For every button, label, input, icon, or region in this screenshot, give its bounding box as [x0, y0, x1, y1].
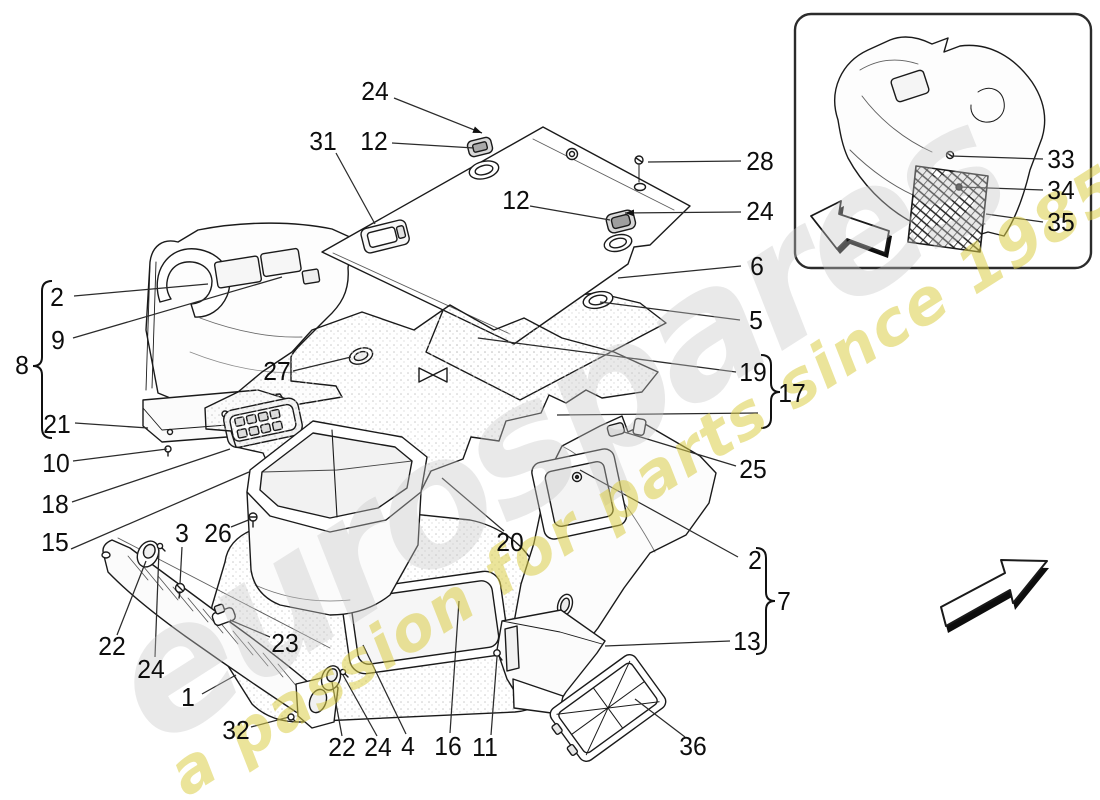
callout-7[interactable]: 7	[777, 586, 791, 616]
callout-18[interactable]: 18	[41, 489, 69, 519]
clip-23	[211, 603, 236, 626]
part-net-plate	[549, 654, 667, 762]
callout-21[interactable]: 21	[43, 409, 71, 439]
callout-28[interactable]: 28	[746, 146, 774, 176]
callout-12[interactable]: 12	[502, 185, 530, 215]
callout-2[interactable]: 2	[50, 282, 64, 312]
pin-24c	[339, 668, 349, 678]
callout-15[interactable]: 15	[41, 527, 69, 557]
callout-27[interactable]: 27	[263, 356, 291, 386]
callout-24[interactable]: 24	[137, 654, 165, 684]
callout-24[interactable]: 24	[361, 76, 389, 106]
part-storage-tray	[246, 420, 428, 616]
screw-3	[174, 582, 186, 599]
brace-group-17	[760, 354, 781, 429]
grommet-top	[565, 147, 579, 161]
pin-24a	[156, 542, 166, 552]
clip-12a	[466, 136, 494, 158]
pin-28	[633, 155, 647, 192]
callout-22[interactable]: 22	[328, 732, 356, 762]
callout-24[interactable]: 24	[746, 196, 774, 226]
wheel-arch-cutout	[156, 248, 231, 318]
clip-22b	[320, 665, 342, 691]
callout-12[interactable]: 12	[360, 126, 388, 156]
brace-group-8	[32, 280, 53, 439]
leader-lines	[70, 97, 1044, 738]
callout-1[interactable]: 1	[181, 682, 195, 712]
callout-5[interactable]: 5	[749, 305, 763, 335]
inset-quarter-panel-sketch	[834, 36, 1046, 241]
callout-26[interactable]: 26	[204, 518, 232, 548]
callout-19[interactable]: 19	[739, 357, 767, 387]
callout-25[interactable]: 25	[739, 454, 767, 484]
callout-23[interactable]: 23	[271, 628, 299, 658]
callout-33[interactable]: 33	[1047, 144, 1075, 174]
callout-32[interactable]: 32	[222, 715, 250, 745]
inset-detail-box	[793, 12, 1093, 270]
callout-10[interactable]: 10	[42, 448, 70, 478]
callout-20[interactable]: 20	[496, 527, 524, 557]
callout-4[interactable]: 4	[401, 731, 415, 761]
clip-22a	[136, 540, 160, 568]
group-braces	[32, 280, 781, 655]
callout-11[interactable]: 11	[472, 732, 498, 762]
callout-6[interactable]: 6	[750, 251, 764, 281]
butterfly-clip	[418, 367, 448, 383]
callout-17[interactable]: 17	[778, 378, 806, 408]
callout-3[interactable]: 3	[175, 518, 189, 548]
callout-2[interactable]: 2	[748, 545, 762, 575]
part-boot-mat-upper	[321, 126, 691, 345]
brace-group-7	[755, 547, 776, 655]
latch-31	[360, 219, 410, 254]
callout-36[interactable]: 36	[679, 731, 707, 761]
callout-31[interactable]: 31	[309, 126, 337, 156]
callout-34[interactable]: 34	[1047, 175, 1075, 205]
callout-35[interactable]: 35	[1047, 207, 1075, 237]
callout-16[interactable]: 16	[434, 731, 462, 761]
part-seatbelt-bezel	[531, 448, 628, 540]
callout-9[interactable]: 9	[51, 325, 65, 355]
arrow-up-right-icon	[940, 559, 1049, 633]
part-right-quarter-trim-panel	[493, 415, 717, 715]
pin-11	[493, 649, 503, 661]
clip-24b	[605, 209, 637, 234]
callout-8[interactable]: 8	[15, 350, 29, 380]
clip-25a	[606, 422, 626, 437]
callout-24[interactable]: 24	[364, 732, 392, 762]
clip-25b	[632, 417, 647, 436]
callout-22[interactable]: 22	[98, 631, 126, 661]
callout-13[interactable]: 13	[733, 626, 761, 656]
arrow-up-left-icon	[810, 200, 892, 258]
